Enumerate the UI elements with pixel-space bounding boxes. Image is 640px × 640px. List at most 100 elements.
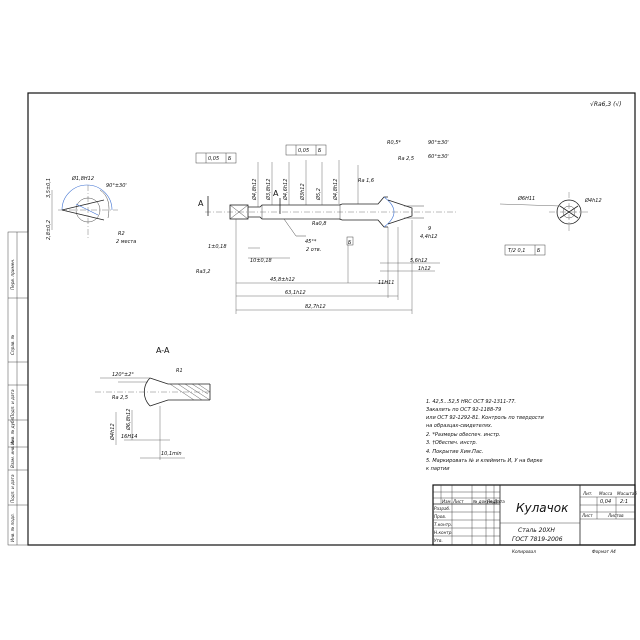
tb-h-date: Дата bbox=[493, 499, 505, 504]
dim-d4: Ø3h12 bbox=[299, 183, 306, 201]
rv-diameter: Ø6H11 bbox=[517, 195, 535, 202]
sec-radius: R1 bbox=[176, 368, 183, 374]
note-3: или ОСТ 92-1292-81. Контроль по твердост… bbox=[426, 415, 545, 421]
stamp-perv-primen: Перв. примен. bbox=[10, 259, 15, 290]
stamp-vzam: Взам. инв. № bbox=[10, 439, 15, 468]
dim-l5: 5,6h12 bbox=[410, 258, 427, 264]
lv-dim-b: 2,8±0,2 bbox=[46, 220, 52, 240]
lv-angle: 90°±30' bbox=[106, 183, 127, 189]
mass-label: Масса bbox=[599, 491, 613, 496]
technical-notes: 1. 42,5...52,5 HRC ОСТ 92-1311-77. Закал… bbox=[426, 399, 545, 472]
r05: R0,5* bbox=[387, 140, 401, 146]
tb-role-2: Пров. bbox=[434, 514, 446, 519]
tol2-value: 0,05 bbox=[298, 148, 309, 154]
stamp-sprav: Справ. № bbox=[10, 334, 15, 355]
ra08: Ra0,8 bbox=[312, 221, 327, 227]
tb-role-5: Утв. bbox=[434, 538, 443, 543]
sec-angle: 120°±2° bbox=[112, 372, 134, 378]
mass-value: 0,04 bbox=[600, 499, 611, 505]
note-6: 3. †Обеспеч. инстр. bbox=[426, 440, 477, 446]
material-1: Сталь 20ХН bbox=[518, 527, 555, 534]
drawing-frame bbox=[27, 92, 636, 546]
dim-d1b: Ø4,8h12 bbox=[332, 179, 339, 201]
angle1: 90°±30' bbox=[428, 140, 449, 146]
scale-value: 2:1 bbox=[620, 499, 628, 505]
tb-h-izm: Изм. bbox=[442, 499, 452, 504]
note-8: 5. Маркировать № и клеймить И, У на бирк… bbox=[426, 458, 543, 464]
title-block: Изм. Лист № докум. Подп. Дата Разраб. Пр… bbox=[432, 484, 637, 546]
tolerance-frame-1 bbox=[195, 152, 237, 164]
tb-role-4: Н.контр. bbox=[434, 530, 453, 535]
section-a-a: A-A 120°±2° R1 Ra 2,5 Ø4h12 Ø6,8h12 16H1… bbox=[95, 346, 211, 460]
tol1-ref: Б bbox=[228, 156, 232, 162]
tb-role-3: Т.контр. bbox=[434, 522, 452, 527]
datum-b: Б bbox=[348, 240, 352, 246]
cut-mark-left: A bbox=[198, 199, 204, 208]
lit-label: Лит. bbox=[582, 491, 593, 496]
tol1-value: 0,05 bbox=[208, 156, 219, 162]
angle2: 60°±30' bbox=[428, 154, 449, 160]
dim-l1b: 1h12 bbox=[418, 266, 431, 272]
dim-l82: 82,7h12 bbox=[305, 304, 326, 310]
stamp-podp-2: Подп. и дата bbox=[10, 474, 15, 503]
note-2: Закалить по ОСТ 92-1188-79 bbox=[426, 407, 501, 413]
scale-label: Масштаб bbox=[617, 491, 637, 496]
tb-role-1: Разраб. bbox=[434, 506, 450, 511]
ra32: Ra3,2 bbox=[196, 269, 211, 275]
dim-l1: 1±0,18 bbox=[208, 244, 227, 250]
copied-label: Копировал bbox=[512, 549, 536, 554]
note-4: на образцах-свидетелях. bbox=[426, 423, 492, 429]
dim-l11: 11H11 bbox=[378, 280, 394, 286]
stamp-inv-podl: Инв. № подл. bbox=[10, 513, 15, 542]
tol2-ref: Б bbox=[318, 148, 322, 154]
sec-l2: 16H14 bbox=[121, 434, 137, 440]
dim-l10: 10±0,18 bbox=[250, 258, 272, 264]
sec-ra: Ra 2,5 bbox=[112, 395, 128, 401]
dim-d2: Ø3,8h12 bbox=[265, 179, 272, 201]
chamfer: 45°* bbox=[305, 239, 317, 245]
sheets-label: Листов bbox=[607, 513, 624, 518]
dim-l45b: 4,4h12 bbox=[420, 234, 437, 240]
pos-ref: Б bbox=[537, 248, 541, 254]
tb-h-doc: № докум. bbox=[472, 499, 494, 504]
dim-l9: 9 bbox=[428, 226, 431, 232]
shaft-main-view: A A Б bbox=[195, 140, 458, 314]
lv-places: 2 места bbox=[116, 239, 136, 245]
stamp-podp-1: Подп. и дата bbox=[10, 389, 15, 418]
material-2: ГОСТ 7819-2006 bbox=[512, 536, 563, 543]
lv-dim-a: 3,5±0,1 bbox=[46, 178, 52, 198]
dim-l45: 45,8±h12 bbox=[270, 277, 295, 283]
dim-d5: Ø5,2 bbox=[315, 188, 322, 201]
dim-d1: Ø4,8h12 bbox=[251, 179, 258, 201]
dim-l63: 63,1h12 bbox=[285, 290, 306, 296]
format-label: Формат А4 bbox=[592, 549, 616, 554]
dim-d3: Ø4,6h12 bbox=[282, 179, 289, 201]
cut-mark-right: A bbox=[273, 189, 279, 198]
tb-h-podp: Подп. bbox=[487, 499, 500, 504]
sec-d1: Ø4h12 bbox=[109, 423, 116, 441]
part-title: Кулачок bbox=[516, 501, 569, 515]
general-roughness: √Ra6,3 (√) bbox=[590, 101, 622, 108]
tolerance-frame-2 bbox=[285, 144, 327, 156]
sheet-label: Лист bbox=[581, 513, 593, 518]
ra16: Ra 1,6 bbox=[358, 178, 374, 184]
note-5: 2. *Размеры обеспеч. инстр. bbox=[426, 432, 501, 438]
lv-radius: R2 bbox=[118, 231, 125, 237]
rv-diameter-2: Ø4h12 bbox=[584, 197, 602, 204]
position-tolerance bbox=[504, 244, 546, 256]
section-label: A-A bbox=[156, 346, 170, 355]
lv-diameter: Ø1,8H12 bbox=[71, 175, 94, 182]
note-7: 4. Покрытие Хим.Пас. bbox=[426, 449, 483, 455]
side-stamp-frame bbox=[7, 231, 29, 546]
sec-d2: Ø6,8h12 bbox=[125, 409, 132, 431]
stamp-inv-dubl: Инв. № дубл. bbox=[10, 416, 15, 445]
left-end-view: Ø1,8H12 90°±30' R2 2 места 3,5±0,1 2,8±0… bbox=[46, 175, 136, 245]
pos-tol: Т/2 0,1 bbox=[508, 248, 525, 254]
ra25: Ra 2,5 bbox=[398, 156, 414, 162]
tb-h-list: Лист bbox=[452, 499, 464, 504]
right-end-view: Ø6H11 Ø4h12 Т/2 0,1 Б bbox=[499, 192, 602, 256]
holes: 2 отв. bbox=[306, 247, 321, 253]
sec-l: 10,1min bbox=[161, 451, 182, 457]
